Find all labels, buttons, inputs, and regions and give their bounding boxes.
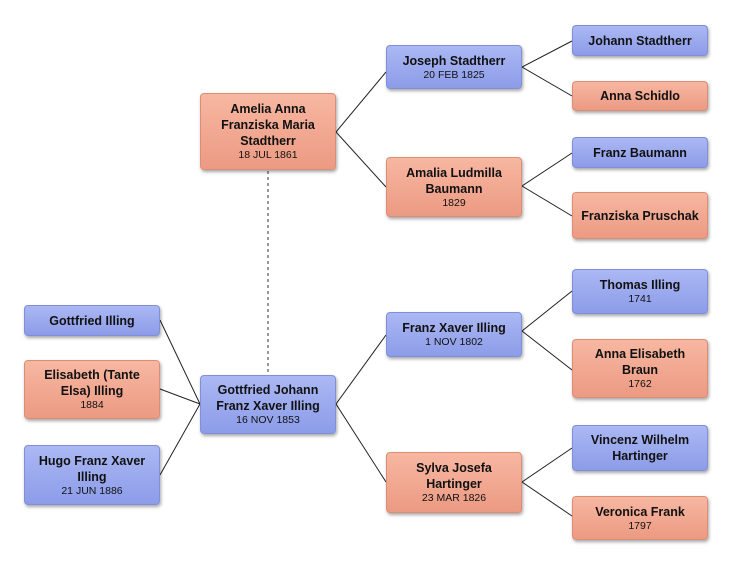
connector-amelia-parents [335, 71, 387, 188]
person-amelia[interactable]: Amelia Anna Franziska Maria Stadtherr 18… [200, 93, 336, 170]
person-hugo-illing[interactable]: Hugo Franz Xaver Illing 21 JUN 1886 [24, 445, 160, 505]
person-name: Anna Elisabeth Braun [594, 347, 686, 377]
person-name: Amalia Ludmilla Baumann [406, 165, 502, 196]
person-gottfried-johann[interactable]: Gottfried Johann Franz Xaver Illing 16 N… [200, 375, 336, 434]
person-amalia-baumann[interactable]: Amalia Ludmilla Baumann 1829 [386, 157, 522, 217]
connector-sylva-parents [521, 447, 573, 517]
person-name: Sylva Josefa Hartinger [416, 461, 492, 491]
person-elisabeth-illing[interactable]: Elisabeth (Tante Elsa) Illing 1884 [24, 360, 160, 419]
person-franziska-pruschak[interactable]: Franziska Pruschak [572, 192, 708, 239]
person-date: 1741 [628, 293, 652, 305]
person-name: Franz Baumann [593, 145, 687, 160]
person-name: Gottfried Johann Franz Xaver Illing [216, 383, 320, 413]
connector-amalia-parents [521, 152, 573, 217]
person-johann-stadtherr[interactable]: Johann Stadtherr [572, 25, 708, 56]
person-date: 1829 [442, 196, 466, 209]
person-name: Thomas Illing [599, 278, 681, 292]
person-date: 1797 [628, 519, 652, 532]
person-sylva-hartinger[interactable]: Sylva Josefa Hartinger 23 MAR 1826 [386, 452, 522, 513]
connector-children [159, 319, 201, 476]
person-veronica-frank[interactable]: Veronica Frank 1797 [572, 496, 708, 540]
person-name: Veronica Frank [595, 504, 685, 519]
person-date: 1884 [80, 399, 104, 411]
person-name: Gottfried Illing [49, 313, 135, 328]
person-date: 16 NOV 1853 [236, 414, 300, 426]
person-date: 18 JUL 1861 [238, 149, 298, 161]
person-gottfried-illing[interactable]: Gottfried Illing [24, 305, 160, 336]
person-name: Franz Xaver Illing [402, 321, 506, 335]
person-thomas-illing[interactable]: Thomas Illing 1741 [572, 269, 708, 314]
person-anna-schidlo[interactable]: Anna Schidlo [572, 81, 708, 111]
connector-child-elisabeth [159, 388, 201, 405]
person-joseph-stadtherr[interactable]: Joseph Stadtherr 20 FEB 1825 [386, 45, 522, 89]
person-name: Amelia Anna Franziska Maria Stadtherr [221, 102, 315, 148]
person-vincenz-hartinger[interactable]: Vincenz Wilhelm Hartinger [572, 425, 708, 471]
person-franz-xaver-illing[interactable]: Franz Xaver Illing 1 NOV 1802 [386, 312, 522, 357]
person-name: Joseph Stadtherr [402, 53, 506, 68]
person-anna-elisabeth-braun[interactable]: Anna Elisabeth Braun 1762 [572, 339, 708, 398]
person-date: 23 MAR 1826 [421, 492, 487, 504]
person-franz-baumann[interactable]: Franz Baumann [572, 137, 708, 168]
person-name: Hugo Franz Xaver Illing [38, 453, 146, 484]
person-name: Anna Schidlo [600, 89, 680, 103]
connector-franzxaver-parents [521, 290, 573, 371]
connector-joseph-parents [520, 40, 573, 97]
person-name: Franziska Pruschak [581, 208, 699, 223]
person-name: Johann Stadtherr [588, 33, 692, 48]
person-name: Vincenz Wilhelm Hartinger [590, 433, 690, 463]
person-date: 1762 [628, 378, 652, 390]
person-date: 21 JUN 1886 [61, 484, 123, 497]
person-date: 20 FEB 1825 [423, 68, 485, 81]
person-date: 1 NOV 1802 [425, 336, 483, 348]
person-name: Elisabeth (Tante Elsa) Illing [44, 368, 140, 398]
connector-gottfried-parents [335, 334, 387, 483]
